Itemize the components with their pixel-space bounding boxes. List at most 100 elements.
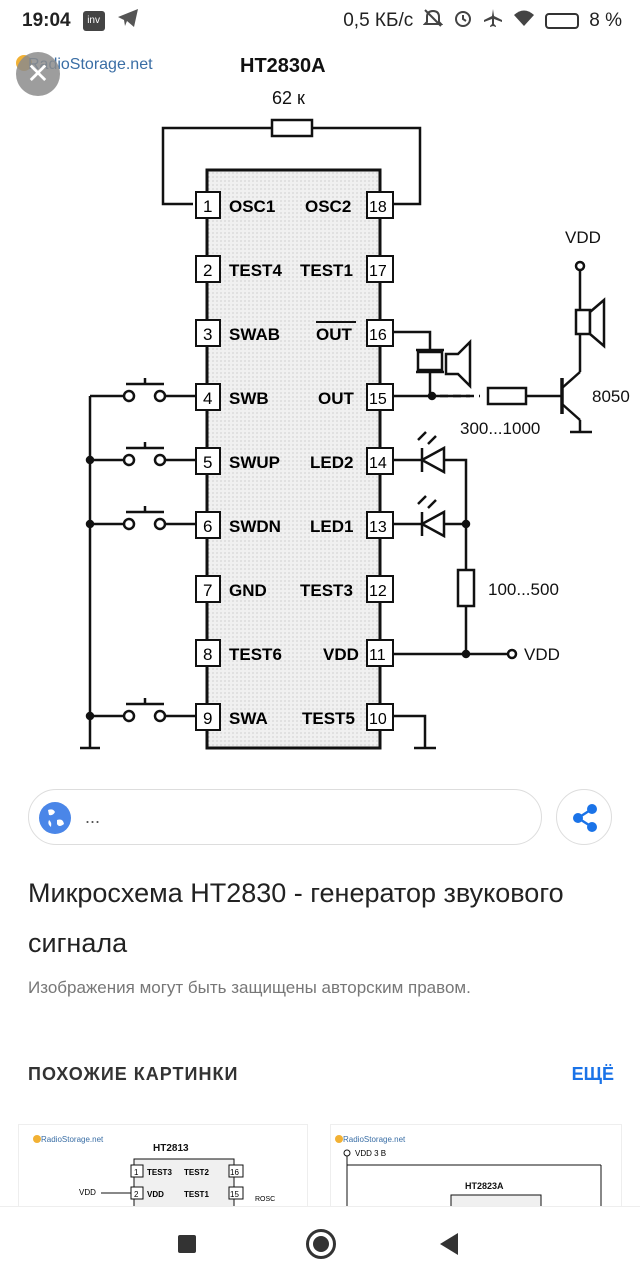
switch-network — [80, 378, 196, 750]
svg-text:9: 9 — [203, 709, 212, 728]
svg-text:TEST1: TEST1 — [184, 1190, 209, 1199]
svg-text:2: 2 — [203, 261, 212, 280]
svg-text:SWAB: SWAB — [229, 325, 280, 344]
pin10-ground — [393, 714, 436, 750]
svg-text:11: 11 — [369, 647, 386, 664]
svg-text:6: 6 — [203, 517, 212, 536]
inv-app-icon: inv — [82, 11, 105, 31]
svg-text:15: 15 — [230, 1190, 239, 1199]
svg-text:17: 17 — [369, 263, 387, 280]
svg-text:18: 18 — [369, 199, 387, 216]
source-link-text: ... — [85, 807, 101, 827]
svg-text:OUT: OUT — [318, 389, 355, 408]
pin-9: 9 SWA — [195, 703, 268, 731]
svg-text:7: 7 — [203, 581, 212, 600]
copyright-notice: Изображения могут быть защищены авторски… — [28, 978, 471, 997]
pin-1: 1 OSC1 — [195, 191, 275, 219]
svg-text:OSC1: OSC1 — [229, 197, 275, 216]
navigation-bar — [0, 1206, 640, 1280]
globe-icon — [39, 802, 71, 834]
svg-text:TEST3: TEST3 — [300, 581, 353, 600]
pin-2: 2 TEST4 — [195, 255, 282, 283]
svg-text:TEST5: TEST5 — [302, 709, 355, 728]
resistor-range-1: 300...1000 — [460, 419, 540, 438]
pin-12: 12 TEST3 — [300, 575, 394, 603]
pin-16: 16 OUT — [316, 319, 394, 347]
pin-18: 18 OSC2 — [305, 191, 394, 219]
vdd-right-label: VDD — [524, 645, 560, 664]
svg-text:16: 16 — [369, 327, 387, 344]
svg-text:10: 10 — [369, 711, 387, 728]
source-link-bar[interactable]: ... — [28, 789, 542, 845]
svg-text:13: 13 — [369, 519, 387, 536]
svg-text:RadioStorage.net: RadioStorage.net — [41, 1135, 104, 1144]
svg-text:5: 5 — [203, 453, 212, 472]
svg-text:1: 1 — [203, 197, 212, 216]
share-button[interactable] — [556, 789, 612, 845]
status-bar: 19:04 inv 0,5 КБ/с 8 % — [0, 0, 640, 40]
pin-7: 7 GND — [195, 575, 267, 603]
similar-thumb-1[interactable]: RadioStorage.net HT2813 1 TEST3 TEST2 16… — [18, 1124, 308, 1208]
svg-text:TEST6: TEST6 — [229, 645, 282, 664]
svg-text:SWUP: SWUP — [229, 453, 280, 472]
svg-text:TEST2: TEST2 — [184, 1168, 209, 1177]
svg-text:4: 4 — [203, 389, 212, 408]
svg-text:ROSC: ROSC — [255, 1196, 275, 1203]
network-speed: 0,5 КБ/с — [343, 10, 414, 31]
svg-text:HT2813: HT2813 — [153, 1143, 189, 1154]
svg-text:RadioStorage.net: RadioStorage.net — [343, 1135, 406, 1144]
vdd-top-label: VDD — [565, 228, 601, 247]
home-button[interactable] — [306, 1229, 336, 1259]
wifi-icon — [513, 9, 535, 33]
svg-text:VDD: VDD — [147, 1190, 164, 1199]
svg-text:12: 12 — [369, 583, 387, 600]
svg-text:2: 2 — [134, 1190, 139, 1199]
more-link[interactable]: ЕЩЁ — [571, 1064, 614, 1084]
similar-thumb-2[interactable]: RadioStorage.net VDD 3 В HT2823A — [330, 1124, 622, 1208]
svg-text:OUT: OUT — [316, 325, 353, 344]
svg-text:TEST3: TEST3 — [147, 1168, 172, 1177]
pin-3: 3 SWAB — [195, 319, 280, 347]
image-title[interactable]: Микросхема HT2830 - генератор звукового … — [28, 878, 564, 958]
battery-icon — [545, 13, 580, 29]
led-network — [393, 431, 518, 660]
transistor-label: 8050 — [592, 387, 630, 406]
svg-text:SWB: SWB — [229, 389, 269, 408]
svg-text:14: 14 — [369, 455, 387, 472]
svg-text:GND: GND — [229, 581, 267, 600]
svg-text:1: 1 — [134, 1168, 139, 1177]
svg-text:TEST4: TEST4 — [229, 261, 282, 280]
chip-title: HT2830A — [240, 55, 326, 77]
pin-4: 4 SWB — [195, 383, 269, 411]
close-button[interactable]: ✕ — [16, 52, 60, 96]
pin-11: 11 VDD — [323, 639, 394, 667]
svg-text:15: 15 — [369, 391, 387, 408]
svg-text:SWA: SWA — [229, 709, 268, 728]
svg-text:3: 3 — [203, 325, 212, 344]
svg-text:OSC2: OSC2 — [305, 197, 351, 216]
svg-text:VDD 3 В: VDD 3 В — [355, 1149, 386, 1158]
mute-icon — [422, 8, 444, 34]
airplane-icon — [483, 8, 503, 34]
similar-header: ПОХОЖИЕ КАРТИНКИ — [28, 1064, 239, 1084]
back-button[interactable] — [440, 1233, 458, 1255]
svg-text:HT2823A: HT2823A — [465, 1181, 504, 1191]
svg-text:16: 16 — [230, 1168, 239, 1177]
svg-text:VDD: VDD — [323, 645, 359, 664]
close-icon: ✕ — [26, 58, 50, 89]
alarm-icon — [453, 8, 473, 34]
pin-10: 10 TEST5 — [302, 703, 394, 731]
recent-apps-button[interactable] — [178, 1235, 196, 1253]
resistor-top-label: 62 к — [272, 88, 305, 108]
battery-percent: 8 % — [589, 10, 622, 31]
telegram-icon — [117, 8, 139, 34]
share-icon — [573, 804, 597, 832]
resistor-range-2: 100...500 — [488, 580, 559, 599]
